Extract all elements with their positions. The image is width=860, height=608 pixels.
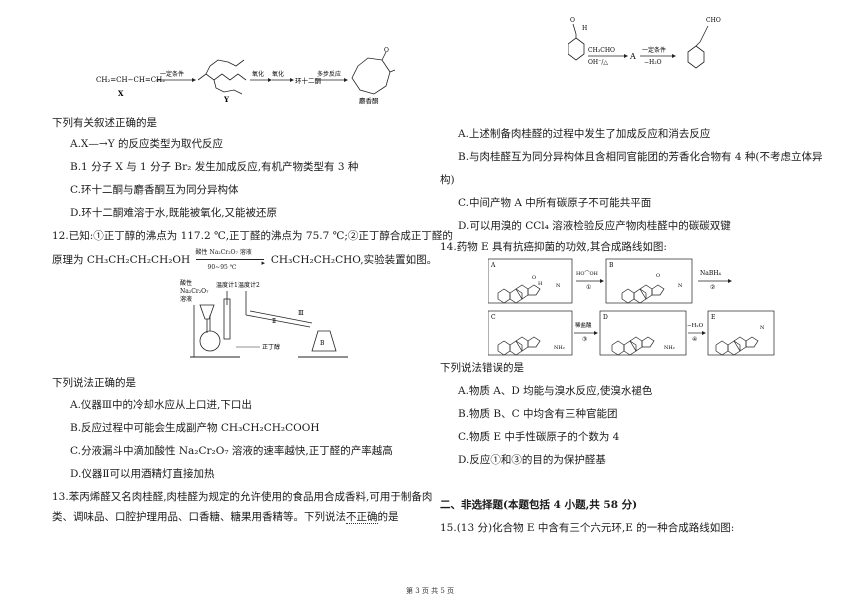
svg-text:N: N [678,283,683,289]
ox-2: 氧化 [272,70,284,78]
label-x: X [118,89,124,98]
intermediate-label: 环十二酮 [295,76,322,85]
svg-text:C: C [491,314,496,321]
q14-option-b: B.物质 B、C 中均含有三种官能团 [458,408,618,420]
q12-product: CH₃CH₂CH₂CHO,实验装置如图。 [270,254,438,266]
svg-text:稀盐酸: 稀盐酸 [575,321,592,329]
svg-text:Ⅱ: Ⅱ [272,318,276,325]
q12-arrow-bottom: 90~95 ℃ [207,264,237,271]
q12-option-c: C.分液漏斗中滴加酸性 Na₂Cr₂O₇ 溶液的速率越快,正丁醛的产率越高 [70,445,393,457]
svg-text:N: N [760,325,765,331]
svg-text:−H₂O: −H₂O [687,323,704,329]
svg-text:NaBH₄: NaBH₄ [700,270,721,277]
q12-reaction-arrow: 酸性 Na₂Cr₂O₇ 溶液 ▸ 90~95 ℃ [194,249,268,271]
svg-text:NH₂: NH₂ [554,345,565,351]
svg-text:温度计1: 温度计1 [216,281,238,289]
q14-option-a: A.物质 A、D 均能与溴水反应,使溴水褪色 [458,385,653,397]
svg-text:NH₂: NH₂ [664,345,675,351]
q11-stem: 下列有关叙述正确的是 [52,117,157,129]
svg-text:H: H [582,25,587,32]
q14-line-1: 14.药物 E 具有抗癌抑菌的功效,其合成路线如图: [440,241,667,253]
q11-option-d: D.环十二酮难溶于水,既能被氧化,又能被还原 [70,207,278,219]
cond-label: 一定条件 [160,70,184,78]
svg-text:正丁醇: 正丁醇 [262,343,280,351]
svg-text:O: O [384,47,389,54]
q14-stem: 下列说法错误的是 [440,362,524,374]
label-y: Y [223,95,230,104]
svg-text:B: B [320,340,325,347]
svg-text:A: A [629,52,636,61]
svg-text:O: O [532,275,536,281]
q12-line-2: 原理为 CH₃CH₂CH₂CH₂OH 酸性 Na₂Cr₂O₇ 溶液 ▸ 90~9… [52,249,438,271]
svg-text:①: ① [586,284,591,291]
distillation-apparatus: 酸性 Na₂Cr₂O₇ 溶液 温度计1 温度计2 Ⅱ Ⅲ B [180,275,360,365]
section-2-heading: 二、非选择题(本题包括 4 小题,共 58 分) [440,499,638,511]
drug-e-synthesis-route: A B O H O N N HO⌒OH ① [488,257,778,357]
q12-option-d: D.仪器Ⅱ可以用酒精灯直接加热 [70,468,215,480]
q11-option-b: B.1 分子 X 与 1 分子 Br₂ 发生加成反应,有机产物类型有 3 种 [70,161,359,173]
q12-reactant: 原理为 CH₃CH₂CH₂CH₂OH [52,254,191,266]
q12-arrow-top: 酸性 Na₂Cr₂O₇ 溶液 [195,249,252,256]
q13-option-a: A.上述制备肉桂醛的过程中发生了加成反应和消去反应 [458,128,711,140]
svg-text:溶液: 溶液 [180,295,192,303]
q12-line-1: 12.已知:①正丁醇的沸点为 117.2 ℃,正丁醛的沸点为 75.7 ℃;②正… [52,230,453,242]
svg-text:Na₂Cr₂O₇: Na₂Cr₂O₇ [180,288,209,295]
svg-text:CH₃CHO: CH₃CHO [588,47,615,54]
cinnamaldehyde-scheme: O H CH₃CHO OH⁻/△ A 一定条件 −H₂O CHO [568,12,748,112]
q14-option-c: C.物质 E 中手性碳原子的个数为 4 [458,431,620,443]
q13-option-b-line2: 构) [440,174,455,186]
svg-text:酸性: 酸性 [180,279,192,287]
svg-text:B: B [609,262,614,269]
svg-text:D: D [603,314,608,321]
butadiene-formula: CH₂=CH−CH=CH₂ [96,76,165,84]
svg-text:②: ② [710,284,715,291]
q13-option-c: C.中间产物 A 中所有碳原子不可能共平面 [458,197,652,209]
svg-text:温度计2: 温度计2 [238,281,260,289]
svg-text:③: ③ [582,336,587,343]
svg-text:A: A [490,262,496,269]
q11-option-a: A.X—→Y 的反应类型为取代反应 [70,138,223,150]
q14-option-d: D.反应①和③的目的为保护醛基 [458,454,606,466]
svg-text:Ⅲ: Ⅲ [298,310,304,317]
svg-text:H: H [538,281,543,287]
q12-option-a: A.仪器Ⅲ中的冷却水应从上口进,下口出 [70,399,252,411]
q11-option-c: C.环十二酮与麝香酮互为同分异构体 [70,184,239,196]
q12-option-b: B.反应过程中可能会生成副产物 CH₃CH₂CH₂COOH [70,422,320,434]
svg-text:O: O [570,17,575,24]
svg-text:CHO: CHO [706,17,721,24]
q12-stem: 下列说法正确的是 [52,377,136,389]
ox-1: 氧化 [252,70,264,78]
emphasis-not-correct: 不正确 [346,511,378,524]
multistep-label: 多步反应 [317,70,341,78]
svg-text:E: E [711,314,715,321]
q13-line-1: 13.苯丙烯醛又名肉桂醛,肉桂醛为规定的允许使用的食品用合成香料,可用于制备肉 [52,491,433,503]
musk-ketone-scheme: CH₂=CH−CH=CH₂ X 一定条件 Y 氧化 氧化 环十二酮 多步反应 O [96,46,396,106]
svg-text:O: O [656,273,660,279]
svg-text:④: ④ [692,336,697,343]
svg-text:HO⌒OH: HO⌒OH [576,271,599,277]
svg-text:N: N [556,283,561,289]
q13-line-2: 类、调味品、口腔护理用品、口香糖、糖果用香精等。下列说法不正确的是 [52,511,399,524]
svg-text:一定条件: 一定条件 [642,46,666,54]
page-footer: 第 3 页 共 5 页 [405,587,455,595]
svg-text:OH⁻/△: OH⁻/△ [588,59,608,66]
q15-line-1: 15.(13 分)化合物 E 中含有三个六元环,E 的一种合成路线如图: [440,522,735,534]
q13-option-d: D.可以用溴的 CCl₄ 溶液检验反应产物肉桂醛中的碳碳双键 [458,220,731,232]
product-label: 麝香酮 [359,96,379,105]
svg-text:−H₂O: −H₂O [644,59,662,66]
q13-option-b-line1: B.与肉桂醛互为同分异构体且含相同官能团的芳香化合物有 4 种(不考虑立体异 [458,151,823,163]
